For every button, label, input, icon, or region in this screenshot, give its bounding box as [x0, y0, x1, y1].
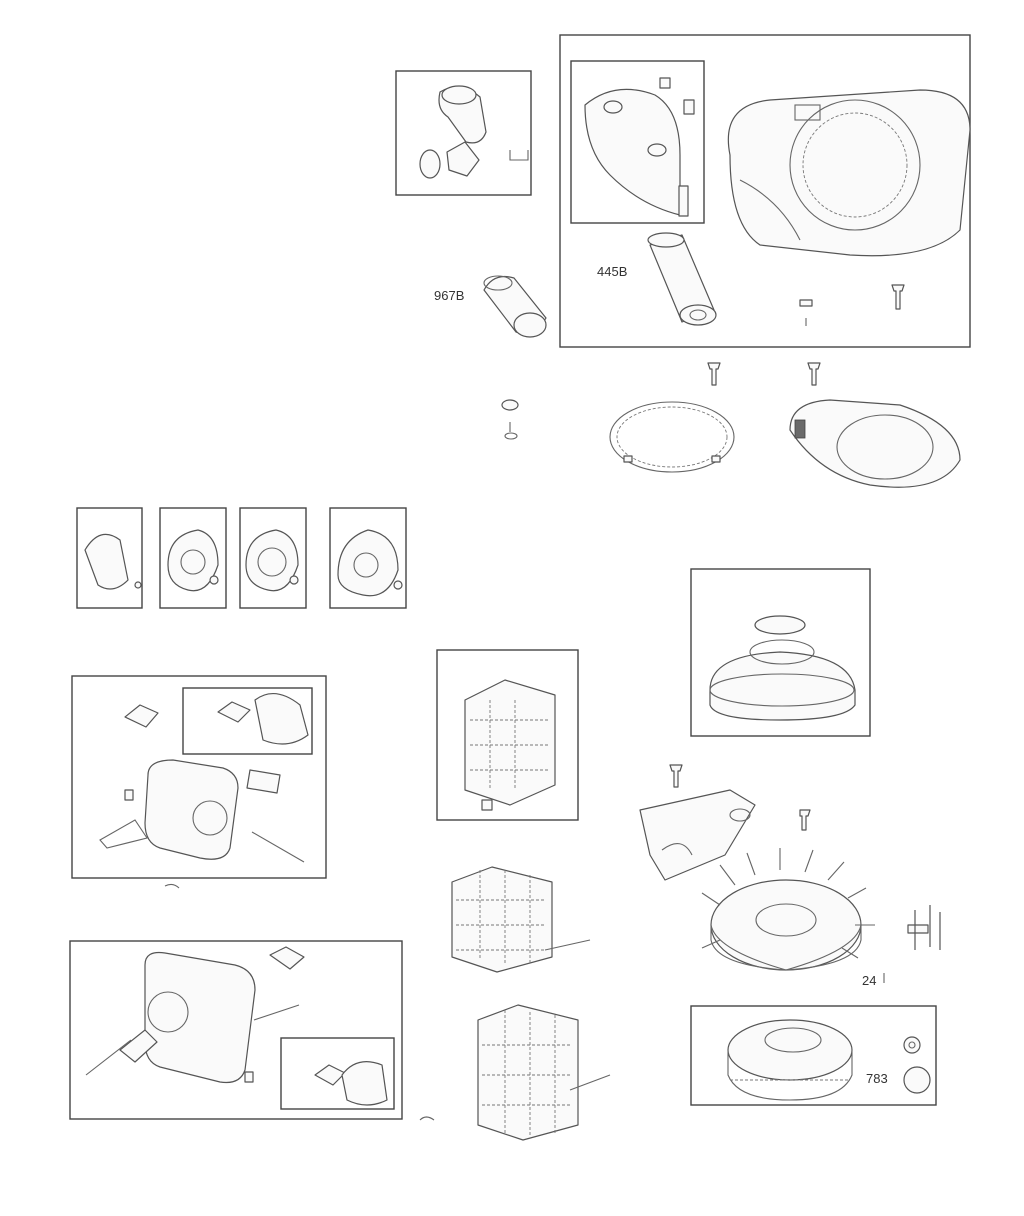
cover-variant-2[interactable]	[159, 507, 227, 609]
filter-cover-inset[interactable]	[570, 60, 705, 224]
cover-variant-4[interactable]	[329, 507, 407, 609]
starter-flywheel-kit[interactable]	[690, 1005, 937, 1106]
callout-783: 783	[866, 1071, 888, 1086]
rewind-cup-kit[interactable]	[690, 568, 871, 737]
muffler-clip	[419, 1116, 435, 1121]
heat-shield-kit[interactable]	[436, 649, 579, 821]
blower-housing-kit[interactable]: 445B	[559, 34, 971, 348]
muffler-body	[144, 951, 256, 1084]
callout-967b: 967B	[434, 288, 464, 303]
shroud-screw-right	[807, 362, 821, 386]
guard-screw	[669, 764, 683, 788]
guard-screw-2	[799, 809, 811, 831]
heat-shield-a[interactable]	[451, 866, 591, 973]
screw	[891, 284, 905, 310]
flywheel[interactable]	[701, 848, 875, 971]
callout-445b: 445B	[597, 264, 627, 279]
cylinder-shroud[interactable]	[789, 399, 961, 488]
muffler-clip	[164, 883, 180, 889]
nut-and-washer	[501, 399, 519, 440]
heat-shield-b[interactable]	[477, 1004, 611, 1141]
air-filter-element-445b[interactable]	[647, 232, 717, 326]
intake-elbow-kit[interactable]	[395, 70, 532, 196]
exhaust-gasket	[124, 704, 159, 728]
cover-variant-3[interactable]	[239, 507, 307, 609]
muffler-kit-a[interactable]	[71, 675, 327, 879]
blower-housing[interactable]	[727, 89, 971, 257]
shroud-screw-left	[707, 362, 721, 386]
muffler-body	[144, 759, 239, 860]
washer	[799, 299, 813, 307]
muffler-kit-b[interactable]	[69, 940, 403, 1120]
cover-variant-1[interactable]	[76, 507, 143, 609]
flywheel-key-parts	[907, 905, 941, 950]
air-filter-element-967b[interactable]	[483, 275, 547, 338]
callout-24: 24	[862, 973, 876, 988]
blower-gasket-ring[interactable]	[609, 401, 735, 473]
exhaust-gasket-inset	[217, 701, 251, 723]
debris-guard[interactable]	[639, 789, 756, 881]
exhaust-elbow	[254, 693, 309, 745]
